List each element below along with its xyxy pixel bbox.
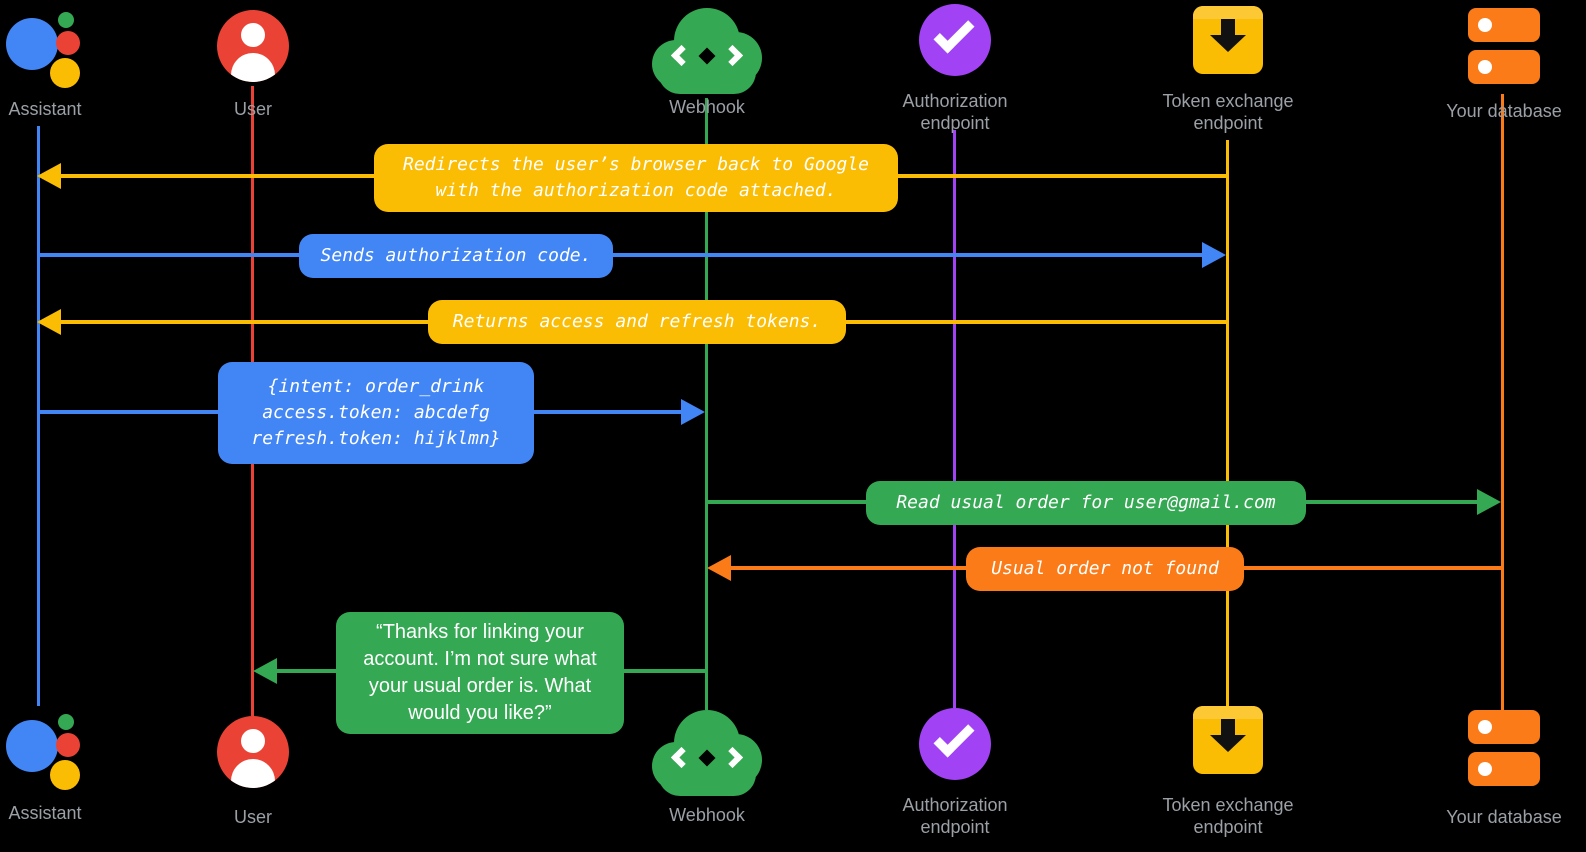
download-box-icon [1193,706,1263,774]
actor-label-webhook-bottom: Webhook [669,805,745,825]
assistant-red-dot [56,31,80,55]
actor-label-webhook-top: Webhook [669,97,745,117]
actor-label-authorization-endpoint-top: Authorization endpoint [902,91,1008,133]
assistant-green-dot [58,12,74,28]
arrowhead-left-icon [707,555,731,581]
arrowhead-right-icon [1477,489,1501,515]
google-assistant-logo-icon [2,4,86,92]
lifeline-authorization-endpoint [953,130,956,708]
message-bubble-returns-tokens: Returns access and refresh tokens. [428,300,846,344]
code-brackets-icon [652,746,762,769]
checkmark-icon [933,12,975,54]
actor-label-authorization-endpoint-bottom: Authorization endpoint [902,795,1008,837]
message-bubble-redirect-browser: Redirects the user’s browser back to Goo… [374,144,898,212]
message-bubble-read-usual-order: Read usual order for user@gmail.com [866,481,1306,525]
assistant-blue-circle [6,18,58,70]
message-bubble-order-not-found: Usual order not found [966,547,1244,591]
cloud-code-icon [652,8,762,94]
message-bubble-assistant-reply: “Thanks for linking your account. I’m no… [336,612,624,734]
arrowhead-right-icon [1202,242,1226,268]
assistant-yellow-dot [50,58,80,88]
down-arrow-icon [1221,719,1235,735]
google-assistant-logo-icon [2,706,86,794]
actor-label-your-database-bottom: Your database [1446,807,1562,827]
arrowhead-right-icon [681,399,705,425]
database-icon [1468,710,1540,786]
cloud-code-icon [652,710,762,796]
lifeline-token-exchange-endpoint [1226,140,1229,706]
code-brackets-icon [652,44,762,67]
arrowhead-left-icon [37,163,61,189]
actor-label-user-bottom: User [233,807,272,827]
database-icon [1468,8,1540,84]
lifeline-assistant [37,126,40,706]
arrowhead-left-icon [253,658,277,684]
actor-label-your-database-top: Your database [1446,101,1562,121]
actor-label-token-exchange-endpoint-top: Token exchange endpoint [1162,91,1294,133]
message-bubble-sends-auth-code: Sends authorization code. [299,234,613,278]
arrowhead-left-icon [37,309,61,335]
actor-label-assistant-bottom: Assistant [8,803,82,823]
checkmark-icon [933,716,975,758]
actor-label-assistant-top: Assistant [8,99,82,119]
checkmark-circle-icon [919,4,991,76]
arrow-line-msg2 [39,253,1203,257]
lifeline-webhook [705,98,708,710]
person-icon [217,716,289,788]
person-icon [217,10,289,82]
actor-label-token-exchange-endpoint-bottom: Token exchange endpoint [1162,795,1294,837]
lifeline-your-database [1501,94,1504,710]
message-bubble-intent-payload: {intent: order_drink access.token: abcde… [218,362,534,464]
down-arrow-icon [1221,19,1235,35]
download-box-icon [1193,6,1263,74]
actor-label-user-top: User [233,99,272,119]
checkmark-circle-icon [919,708,991,780]
